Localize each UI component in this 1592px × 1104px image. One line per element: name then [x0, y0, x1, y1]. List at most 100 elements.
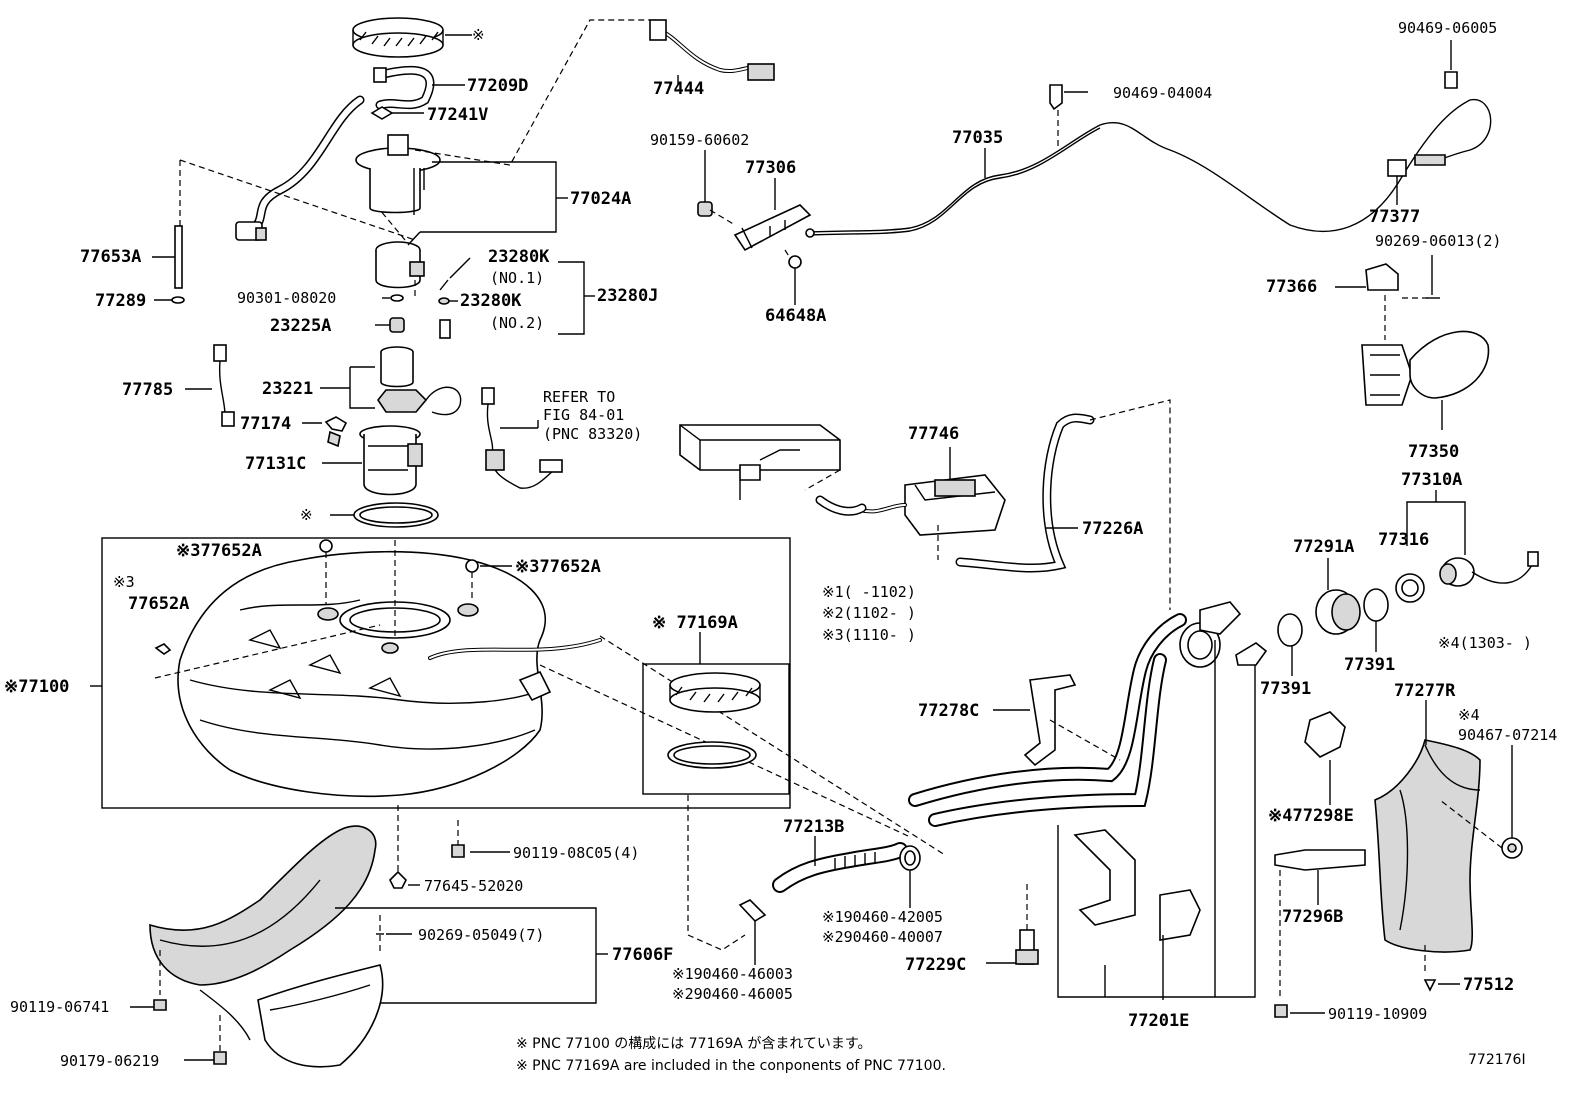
liner-77277r[interactable]	[1374, 739, 1481, 953]
gasket-23280k-no1[interactable]	[439, 279, 449, 291]
ring-77391-left[interactable]	[1277, 613, 1303, 647]
bolt-90119-08c05[interactable]	[451, 844, 465, 858]
label-77289: 77289	[95, 291, 146, 311]
canister[interactable]	[679, 424, 841, 500]
label-23221: 23221	[262, 379, 313, 399]
label-23280j: 23280J	[597, 286, 658, 306]
clip-77174[interactable]	[324, 416, 348, 448]
label-77024a: 77024A	[570, 189, 631, 209]
label-77444: 77444	[653, 79, 704, 99]
label-90179-06219: 90179-06219	[60, 1052, 159, 1070]
nut-90467[interactable]	[1501, 837, 1523, 859]
lock-ring-77169a[interactable]	[669, 672, 761, 713]
bracket-77201e-b[interactable]	[1159, 889, 1201, 941]
label-77350: 77350	[1408, 442, 1459, 462]
label-90460-42005: ※190460-42005	[822, 908, 943, 926]
filler-pipe-assy[interactable]	[908, 601, 1242, 827]
label-77366: 77366	[1266, 277, 1317, 297]
lock-ring-part[interactable]	[352, 17, 444, 58]
rod-77653a[interactable]	[174, 225, 183, 289]
harness-77785[interactable]	[213, 344, 235, 427]
cable-77035[interactable]	[805, 99, 1492, 238]
label-77645-52020: 77645-52020	[424, 877, 523, 895]
label-77278c: 77278C	[918, 701, 979, 721]
label-77277r: 77277R	[1394, 681, 1456, 701]
fuel-cap-77316[interactable]	[1439, 551, 1539, 587]
clip-77645[interactable]	[389, 870, 407, 889]
hinge-77366[interactable]	[1365, 263, 1399, 291]
hose-77213b[interactable]	[772, 842, 908, 893]
fuel-line-long[interactable]	[235, 95, 365, 241]
bracket-77298e[interactable]	[1304, 711, 1346, 758]
gasket-77391a[interactable]	[1395, 573, 1425, 603]
nut-90179[interactable]	[213, 1051, 227, 1065]
label-23280k-1: 23280K	[488, 247, 550, 267]
legend-code-1: ※1( -1102)	[822, 583, 916, 601]
label-90467-b: 90467-07214	[1458, 726, 1557, 744]
filler-neck-77291a[interactable]	[1315, 589, 1361, 635]
bolt-90119-10909[interactable]	[1274, 1004, 1288, 1018]
tank-protector-77606f[interactable]	[149, 825, 384, 1068]
gasket-ring[interactable]	[353, 502, 439, 528]
clamp-90460-42005[interactable]	[899, 845, 921, 871]
vent-tube-77226a[interactable]	[955, 413, 1095, 573]
label-90460-46003: ※190460-46003	[672, 965, 793, 983]
clip-77652a-3[interactable]	[154, 643, 172, 655]
label-77306: 77306	[745, 158, 796, 178]
vent-hose-77444[interactable]	[649, 19, 775, 81]
pump-cap-part[interactable]	[355, 134, 441, 215]
seal-77241v[interactable]	[370, 106, 394, 120]
label-77512: 77512	[1463, 975, 1514, 995]
label-77229c: 77229C	[905, 955, 966, 975]
fuel-door-77350[interactable]	[1361, 330, 1490, 406]
label-77391-a: 77391	[1344, 655, 1395, 675]
label-77606f: 77606F	[612, 945, 673, 965]
bracket-77201e-a[interactable]	[1073, 829, 1136, 926]
label-77174: 77174	[240, 414, 291, 434]
label-refer-2: FIG 84-01	[543, 406, 624, 424]
fuel-hose-77209d[interactable]	[373, 65, 435, 110]
fuel-pump-23221[interactable]	[377, 346, 462, 416]
gasket-23280k-no2[interactable]	[438, 297, 450, 305]
label-90159-60602: 90159-60602	[650, 131, 749, 149]
label-77652a-3b: 77652A	[128, 594, 189, 614]
bolt-90119-06741[interactable]	[153, 999, 167, 1011]
clip-90469-04004[interactable]	[1049, 84, 1063, 111]
bolt-90159[interactable]	[697, 201, 713, 217]
clip-77652a-1[interactable]	[319, 539, 333, 553]
clip-77289[interactable]	[171, 296, 185, 304]
nut-23225a[interactable]	[389, 317, 405, 333]
clip-90469-06005[interactable]	[1444, 71, 1458, 89]
label-77131c: 77131C	[245, 454, 306, 474]
clip-right-a[interactable]	[1235, 642, 1268, 666]
grommet-64648a[interactable]	[788, 255, 802, 269]
sensor-plug[interactable]	[439, 319, 451, 339]
clamp-77229c[interactable]	[1015, 929, 1039, 965]
clamp-90460-46003[interactable]	[738, 899, 767, 923]
label-77377: 77377	[1369, 207, 1420, 227]
gasket-77169a[interactable]	[667, 741, 757, 769]
washer-90301[interactable]	[390, 294, 404, 302]
label-mark-gasket: ※	[300, 506, 313, 524]
label-77169a: ※ 77169A	[652, 613, 738, 633]
label-77296b: 77296B	[1282, 907, 1343, 927]
fuel-filter-part[interactable]	[375, 241, 425, 289]
clip-77512[interactable]	[1423, 979, 1437, 992]
label-90119-06741: 90119-06741	[10, 998, 109, 1016]
label-64648a: 64648A	[765, 306, 826, 326]
label-90460-40007: ※290460-40007	[822, 928, 943, 946]
fuel-sender-refer[interactable]	[481, 387, 563, 489]
fuel-tank-77100[interactable]	[177, 550, 602, 798]
clip-77652a-2[interactable]	[465, 559, 479, 573]
lever-77306[interactable]	[733, 204, 812, 252]
bracket-77296b[interactable]	[1274, 849, 1366, 871]
legend-code-2: ※2(1102- )	[822, 604, 916, 622]
vapor-container-77746[interactable]	[815, 474, 1006, 536]
label-90469-06005: 90469-06005	[1398, 19, 1497, 37]
label-mark-ring: ※	[472, 26, 485, 44]
clamp-77377[interactable]	[1387, 154, 1446, 177]
gasket-77391b[interactable]	[1363, 588, 1389, 622]
label-90469-04004: 90469-04004	[1113, 84, 1212, 102]
label-77298e: ※477298E	[1268, 806, 1354, 826]
pump-bracket-77131c[interactable]	[359, 425, 423, 496]
